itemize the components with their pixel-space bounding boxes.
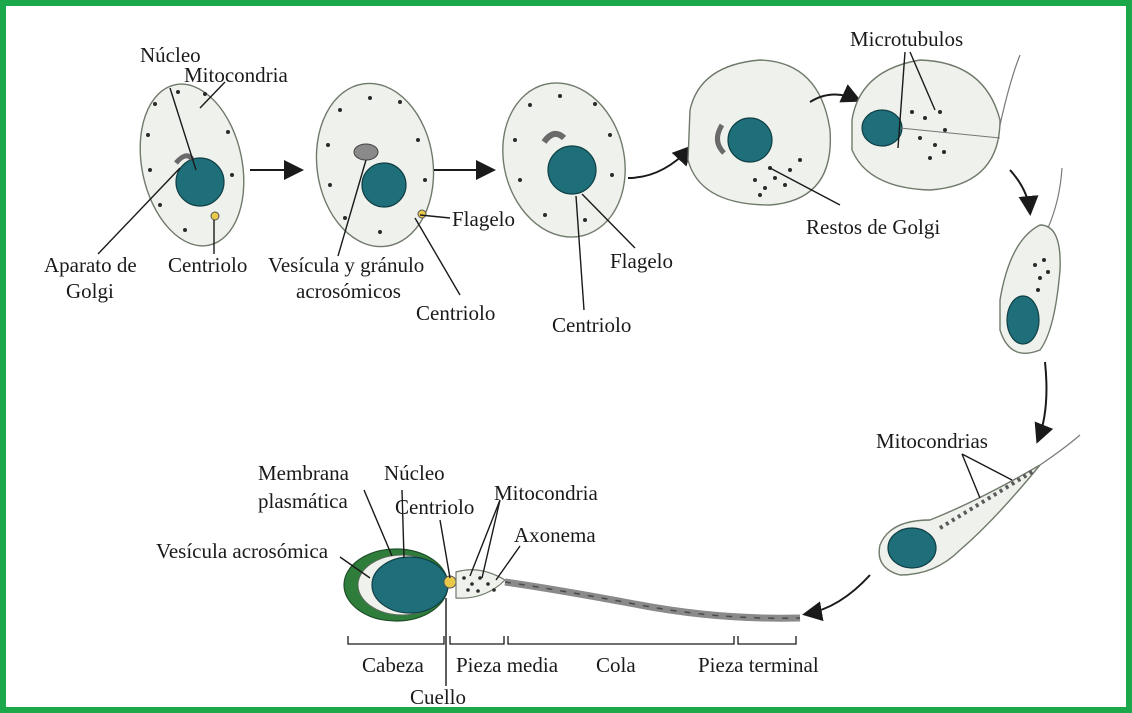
label-vesicula-acrosomica: Vesícula acrosómica	[156, 539, 329, 563]
label-aparato-de: Aparato de	[44, 253, 137, 277]
label-flagelo-3: Flagelo	[610, 249, 673, 273]
stage6-cell	[1000, 168, 1062, 353]
label-flagelo-2: Flagelo	[452, 207, 515, 231]
label-pieza-media: Pieza media	[456, 653, 559, 677]
sperm-cell	[344, 549, 800, 621]
label-cola: Cola	[596, 653, 636, 677]
stage5-cell	[852, 55, 1020, 190]
label-centriolo-3: Centriolo	[552, 313, 631, 337]
label-axonema: Axonema	[514, 523, 596, 547]
label-acrosomicos: acrosómicos	[296, 279, 401, 303]
brace-pieza-media	[450, 636, 504, 644]
label-cabeza: Cabeza	[362, 653, 424, 677]
label-centriolo-1: Centriolo	[168, 253, 247, 277]
leader-line	[962, 454, 980, 498]
label-cuello: Cuello	[410, 685, 466, 709]
label-microtubulos: Microtubulos	[850, 27, 963, 51]
label-nucleo-sperm: Núcleo	[384, 461, 445, 485]
leader-line	[962, 454, 1012, 480]
label-membrana: Membrana	[258, 461, 350, 485]
label-mitocondria: Mitocondria	[184, 63, 288, 87]
label-plasmatica: plasmática	[258, 489, 348, 513]
stage4-cell	[688, 60, 830, 205]
brace-pieza-terminal	[738, 636, 796, 644]
label-vesicula-granulo: Vesícula y gránulo	[268, 253, 424, 277]
stage7-cell	[879, 435, 1080, 575]
arrow-icon	[628, 148, 690, 178]
label-mitocondria-sperm: Mitocondria	[494, 481, 598, 505]
stage2-cell	[306, 76, 444, 255]
label-mitocondrias: Mitocondrias	[876, 429, 988, 453]
brace-cabeza	[348, 636, 444, 644]
arrow-icon	[1010, 170, 1030, 212]
label-centriolo-2: Centriolo	[416, 301, 495, 325]
label-centriolo-sperm: Centriolo	[395, 495, 474, 519]
leader-line	[364, 490, 392, 556]
label-restos-golgi: Restos de Golgi	[806, 215, 940, 239]
stage1-cell	[126, 74, 258, 255]
arrow-icon	[806, 575, 870, 614]
leader-line	[496, 546, 520, 580]
label-pieza-terminal: Pieza terminal	[698, 653, 819, 677]
label-golgi: Golgi	[66, 279, 114, 303]
brace-cola	[508, 636, 734, 644]
arrow-icon	[1038, 362, 1046, 440]
